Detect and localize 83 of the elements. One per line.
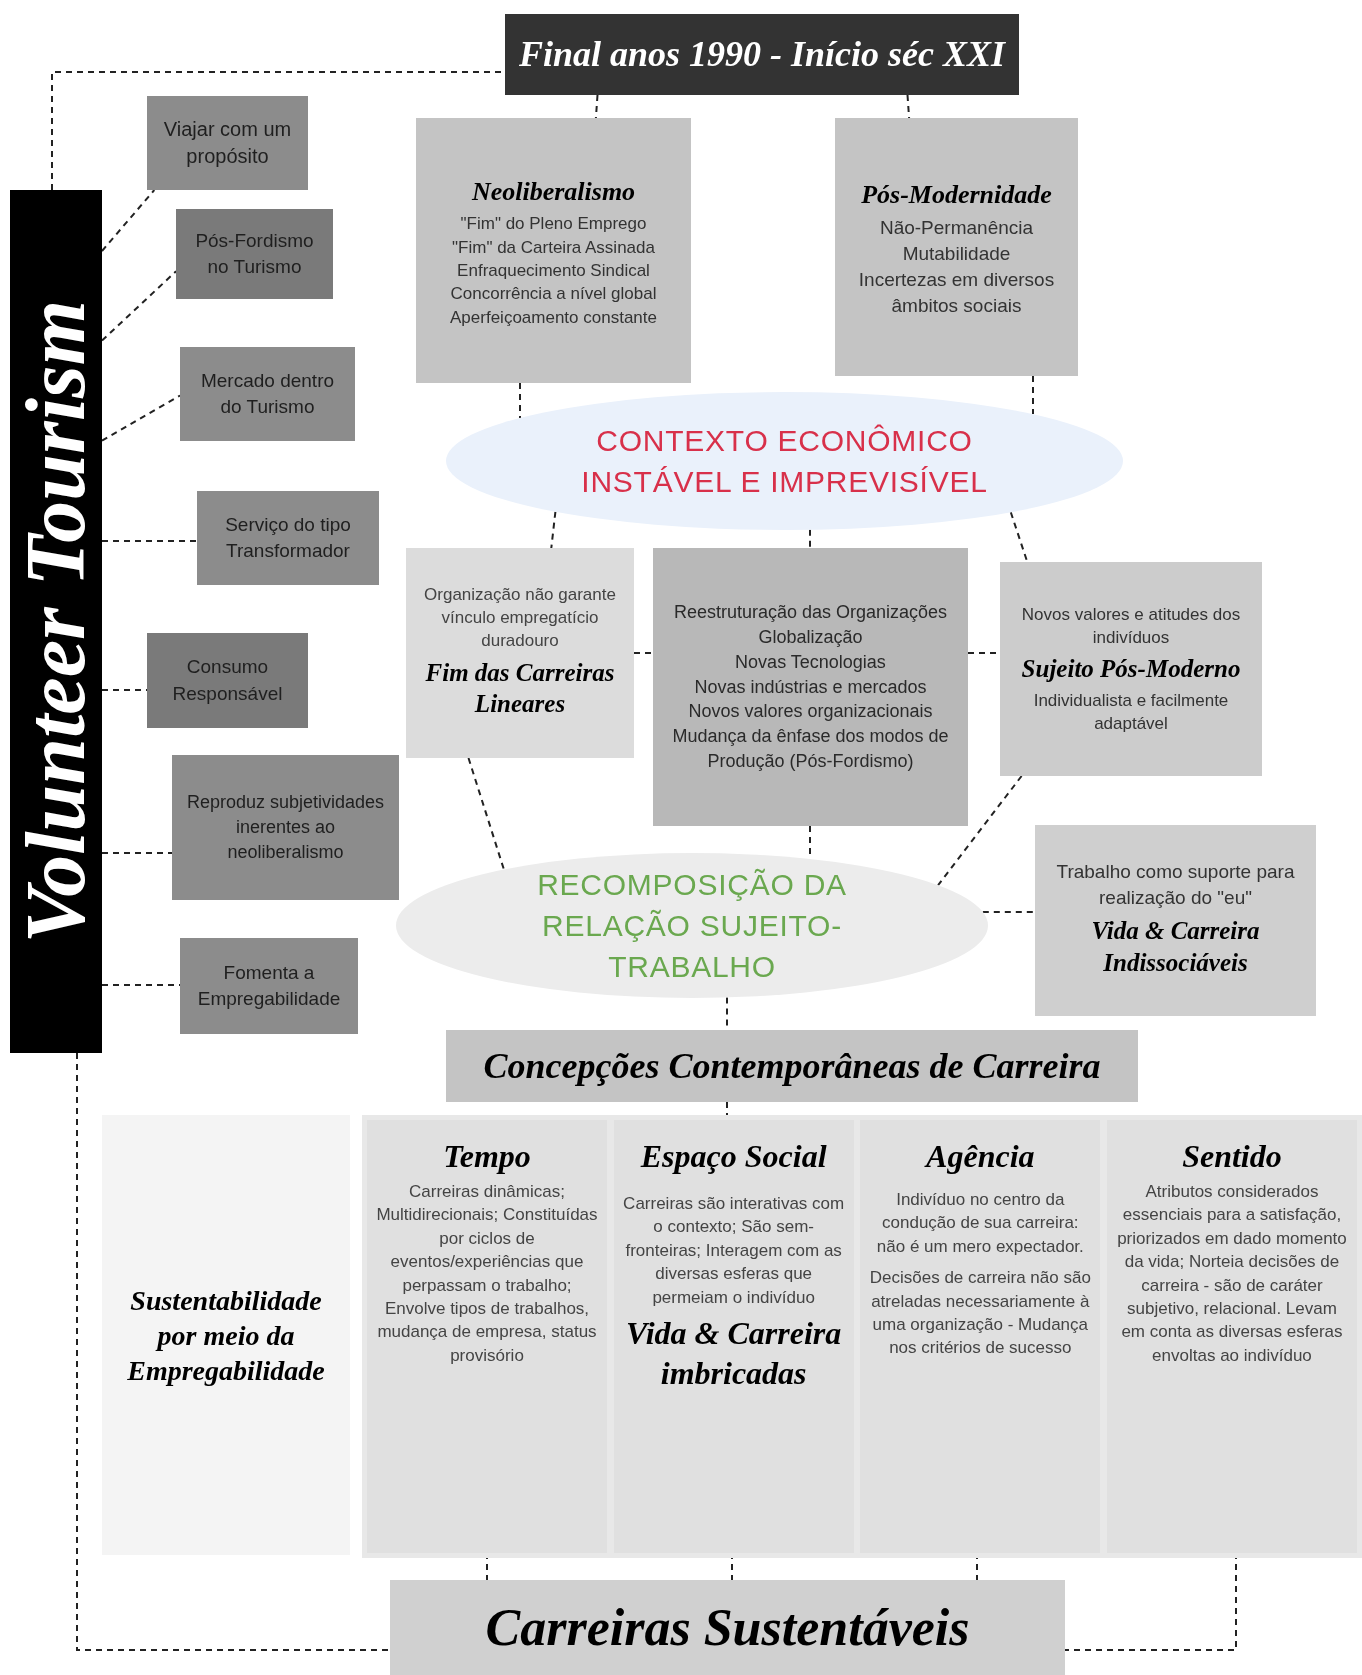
body-text: "Fim" do Pleno Emprego <box>460 213 647 236</box>
feature-box <box>176 209 333 299</box>
body-text: Mercado dentro do Turismo <box>199 368 336 419</box>
body-text: RECOMPOSIÇÃO DA RELAÇÃO SUJEITO-TRABALHO <box>536 866 848 986</box>
heading-text: Fim das Carreiras Lineares <box>424 657 616 720</box>
concept-box <box>1035 825 1316 1016</box>
body-text: Trabalho como suporte para realização do "eu" <box>1055 860 1296 911</box>
vertical-title: Volunteer Tourism <box>14 299 98 944</box>
body-text: Organização não garante vínculo empregatício duradouro <box>423 583 617 653</box>
dashed-connector <box>726 1101 728 1116</box>
dashed-connector <box>101 189 156 252</box>
dashed-connector <box>1032 375 1034 416</box>
heading-text: Neoliberalismo <box>471 175 636 208</box>
dashed-connector <box>809 528 811 549</box>
heading-text: Carreiras Sustentáveis <box>485 1598 970 1658</box>
concept-box <box>1000 562 1262 776</box>
vertical-title-bar <box>10 190 102 1053</box>
heading-text: Sustentabilidade por meio da Empregabilidade <box>126 1283 326 1388</box>
feature-box <box>147 96 308 190</box>
body-text: Indivíduo no centro da condução de sua carreira: não é um mero expectador. <box>875 1189 1085 1258</box>
section-header <box>446 1030 1138 1102</box>
body-text: Enfraquecimento Sindical <box>457 260 650 283</box>
body-text: Decisões de carreira não são atreladas necessariamente à uma organização - Mudança nos critérios de sucesso <box>868 1267 1092 1360</box>
heading-text: Espaço Social <box>640 1137 827 1176</box>
body-text: Não-Permanência <box>879 216 1034 240</box>
heading-text: Concepções Contemporâneas de Carreira <box>483 1044 1101 1088</box>
feature-box <box>147 633 308 728</box>
body-text: Incertezas em diversos âmbitos sociais <box>857 268 1056 319</box>
body-text: CONTEXTO ECONÔMICO INSTÁVEL E IMPREVISÍVEL <box>580 422 989 500</box>
feature-box <box>172 755 399 900</box>
dashed-connector <box>633 652 654 654</box>
body-text: Consumo Responsável <box>171 655 284 706</box>
period-banner <box>505 14 1019 95</box>
dashed-connector <box>550 510 557 549</box>
concept-box <box>835 118 1078 376</box>
concept-box <box>406 548 634 758</box>
heading-text: Pós-Modernidade <box>861 178 1052 211</box>
dashed-connector <box>594 94 599 119</box>
body-text: Carreiras são interativas com o contexto; São sem-fronteiras; Interagem com as diversas esferas que permeiam o indivíduo <box>622 1193 846 1309</box>
body-text: Carreiras dinâmicas; Multidirecionais; Constituídas por ciclos de eventos/experiências que perpassam o trabalho; Envolve tipos de trabalhos, mudança de empresa, status provisório <box>375 1181 599 1367</box>
body-text: Fomenta a Empregabilidade <box>196 960 342 1011</box>
feature-box <box>197 491 379 585</box>
dashed-connector <box>101 852 173 854</box>
body-text: Atributos considerados essenciais para a satisfação, priorizados em dado momento da vida; Norteia decisões de carreira - são de caráter subjetivo, relacional. Levam em conta as diversas esferas envoltas ao indivíduo <box>1116 1181 1348 1367</box>
dashed-connector <box>76 1052 391 1651</box>
body-text: Pós-Fordismo no Turismo <box>194 228 315 279</box>
dashed-connector <box>906 94 911 119</box>
dashed-connector <box>981 911 1036 913</box>
heading-text: Vida & Carreira imbricadas <box>625 1313 843 1393</box>
body-text: Reproduz subjetividades inerentes ao neoliberalismo <box>185 791 386 864</box>
body-text: Individualista e facilmente adaptável <box>1032 689 1230 735</box>
body-text: Serviço do tipo Transformador <box>224 512 352 563</box>
dashed-connector <box>101 394 181 442</box>
columns-panel <box>362 1115 1362 1558</box>
body-text: "Fim" da Carteira Assinada <box>452 236 655 259</box>
dashed-connector <box>101 270 177 342</box>
heading-text: Tempo <box>443 1137 531 1176</box>
heading-text: Vida & Carreira Indissociáveis <box>1090 916 1261 978</box>
body-text: Reestruturação das Organizações <box>673 601 948 625</box>
result-box <box>390 1580 1065 1675</box>
body-text: Mutabilidade <box>902 242 1011 267</box>
body-text: Novos valores e atitudes dos indivíduos <box>1020 603 1242 649</box>
body-text: Viajar com um propósito <box>162 116 293 169</box>
dashed-connector <box>467 757 505 871</box>
feature-box <box>180 938 358 1034</box>
body-text: Concorrência a nível global <box>450 283 657 306</box>
heading-text: Sujeito Pós-Moderno <box>1021 654 1241 685</box>
body-text: Novos valores organizacionais <box>688 700 933 724</box>
feature-box <box>180 347 355 441</box>
dashed-connector <box>519 382 521 419</box>
concept-box <box>416 118 691 383</box>
body-text: Mudança da ênfase dos modos de Produção (Pós-Fordismo) <box>671 725 950 773</box>
concept-box <box>653 548 968 826</box>
body-text: Globalização <box>758 626 863 650</box>
heading-text: Sentido <box>1182 1137 1282 1176</box>
dashed-connector <box>937 775 1023 887</box>
dashed-connector <box>1009 511 1029 563</box>
heading-text: Agência <box>926 1137 1035 1176</box>
body-text: Novas indústrias e mercados <box>694 675 927 699</box>
heading-text: Final anos 1990 - Início séc XXI <box>518 33 1006 76</box>
body-text: Aperfeiçoamento constante <box>450 306 657 329</box>
dashed-connector <box>101 540 198 542</box>
body-text: Novas Tecnologias <box>735 650 886 674</box>
